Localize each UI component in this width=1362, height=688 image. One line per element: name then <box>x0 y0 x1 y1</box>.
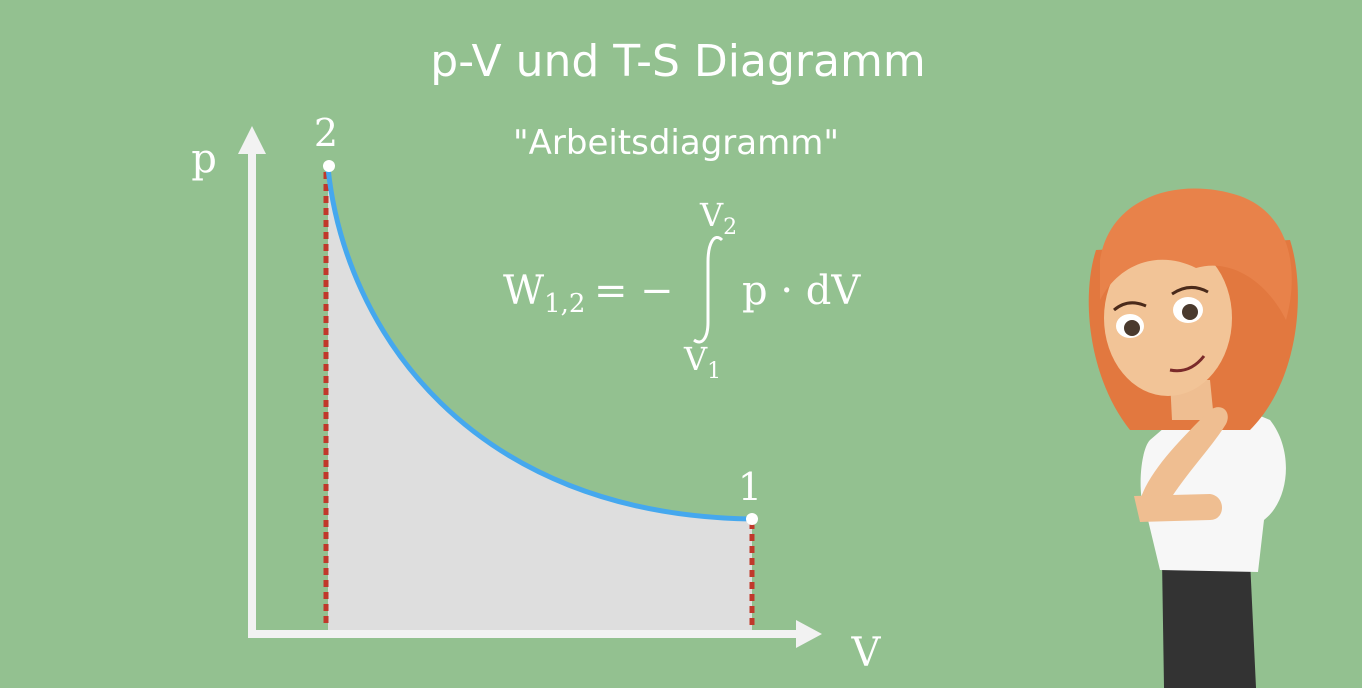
teacher-character <box>1088 188 1298 688</box>
upper-limit: V2 <box>699 196 737 240</box>
point-2 <box>323 160 335 172</box>
x-axis-arrow-icon <box>796 620 822 648</box>
character-forearm <box>1134 494 1222 522</box>
character-hair-front <box>1100 188 1292 320</box>
y-axis-label: p <box>191 136 217 182</box>
slide-title: p-V und T-S Diagramm <box>430 36 925 87</box>
character-face <box>1104 240 1232 396</box>
character-mouth <box>1169 355 1206 373</box>
lower-limit: V1 <box>683 340 721 384</box>
character-pupil-left <box>1124 320 1140 336</box>
point-1 <box>746 513 758 525</box>
integral-sign-icon <box>693 236 724 344</box>
character-brow-left <box>1113 301 1147 312</box>
character-brow-right <box>1171 286 1209 296</box>
point-1-label: 1 <box>738 465 762 509</box>
isotherm-curve <box>325 165 755 522</box>
character-shirt <box>1140 400 1286 572</box>
character-pupil-right <box>1182 304 1198 320</box>
formula-lhs: W1,2 <box>503 268 585 319</box>
point-2-label: 2 <box>314 111 338 155</box>
slide-subtitle: "Arbeitsdiagramm" <box>513 123 839 163</box>
y-axis-arrow-icon <box>238 126 266 154</box>
work-formula: W1,2 = − V2 V1 p · dV <box>503 196 861 384</box>
integrand: p · dV <box>742 268 861 314</box>
character-arm <box>1140 407 1228 510</box>
character-legs <box>1162 560 1256 688</box>
formula-minus: − <box>640 268 674 314</box>
work-area <box>328 168 752 632</box>
x-axis-label: V <box>851 630 882 676</box>
formula-equals: = <box>594 268 628 314</box>
